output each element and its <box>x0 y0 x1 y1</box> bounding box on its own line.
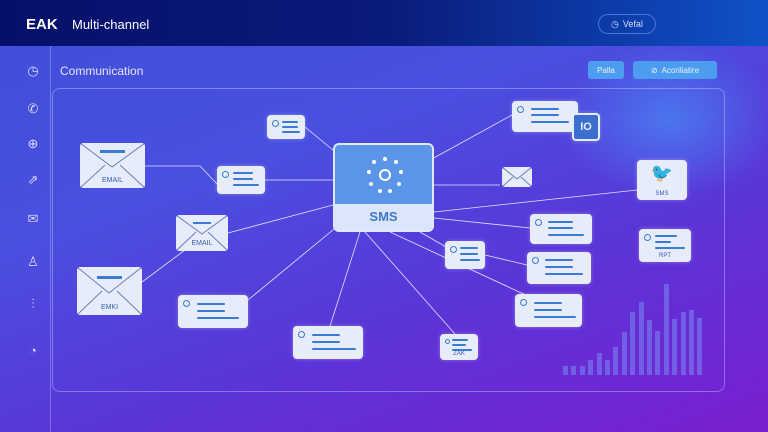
chart-bar <box>579 366 585 375</box>
speech-bubble-node[interactable]: IO <box>572 113 600 141</box>
chart-bar <box>630 312 636 375</box>
analytics-icon[interactable]: ⫶ <box>31 296 35 311</box>
globe-icon[interactable]: ⊕ <box>27 136 39 151</box>
sms-hub-node[interactable]: SMS <box>333 143 434 232</box>
twitter-node-label: SMS <box>655 191 669 197</box>
message-card[interactable] <box>527 252 591 284</box>
chart-bar <box>689 310 694 375</box>
message-card[interactable] <box>530 214 592 244</box>
secondary-button[interactable]: ⊘Acoriliatire <box>633 61 717 79</box>
user-icon[interactable]: ♙ <box>27 254 39 269</box>
small-card-label: ZAK <box>453 351 465 357</box>
hub-label: SMS <box>335 204 432 230</box>
canvas-panel <box>52 88 725 392</box>
app-title: Multi-channel <box>72 17 150 32</box>
message-card[interactable] <box>293 326 363 359</box>
chart-bar <box>638 302 644 375</box>
primary-button[interactable]: Palla <box>588 61 624 79</box>
email-node-label: EMAIL <box>101 177 123 184</box>
phone-icon[interactable]: ✆ <box>27 101 39 116</box>
message-card[interactable] <box>178 295 248 328</box>
email-node-label: EMKI <box>100 304 119 311</box>
report-card[interactable]: RPT <box>639 229 691 262</box>
small-envelope-node[interactable] <box>502 167 532 187</box>
email-node[interactable]: EMAIL <box>80 143 145 188</box>
user-button[interactable]: ◷Vefal <box>598 14 656 34</box>
secondary-button-label: Acoriliatire <box>661 65 700 75</box>
chart-bar <box>672 319 678 375</box>
email-node[interactable]: EMAIL <box>176 215 228 251</box>
message-card[interactable] <box>445 241 485 269</box>
twitter-icon: 🐦 <box>650 163 674 183</box>
envelope-icon <box>502 167 532 187</box>
chart-bar <box>647 320 652 375</box>
envelope-icon <box>176 215 228 251</box>
envelope-icon <box>77 267 142 315</box>
email-node[interactable]: EMKI <box>77 267 142 315</box>
speech-bubble-label: IO <box>580 121 592 133</box>
twitter-node[interactable]: 🐦 SMS <box>637 160 687 200</box>
chart-bar <box>571 366 577 375</box>
message-card[interactable] <box>515 294 582 327</box>
top-bar <box>0 0 768 46</box>
chart-bar <box>680 312 686 375</box>
chart-bar <box>613 347 619 375</box>
stars-circle-icon <box>367 157 403 193</box>
chart-bar <box>588 360 594 375</box>
chart-bar <box>655 331 661 375</box>
message-card[interactable] <box>267 115 305 139</box>
section-title: Communication <box>60 64 144 78</box>
chart-bar <box>621 332 627 375</box>
message-card[interactable]: ZAK <box>440 334 478 360</box>
message-card[interactable] <box>512 101 578 132</box>
check-circle-icon[interactable]: ◔ <box>29 343 37 358</box>
logo: EAK <box>26 16 58 33</box>
link-icon: ⊘ <box>650 65 658 75</box>
chart-bar <box>697 318 703 375</box>
send-icon[interactable]: ⇗ <box>27 172 39 187</box>
clock-icon: ◷ <box>611 18 619 29</box>
chart-bar <box>563 366 568 375</box>
message-card[interactable] <box>217 166 265 194</box>
envelope-icon <box>80 143 145 188</box>
mail-icon[interactable]: ✉ <box>27 211 39 226</box>
sidebar-divider <box>50 46 51 432</box>
primary-button-label: Palla <box>597 65 615 75</box>
report-card-label: RPT <box>659 253 671 259</box>
email-node-label: EMAIL <box>191 240 213 247</box>
chart-bar <box>596 353 602 375</box>
chart-bar <box>605 360 610 375</box>
chart-bar <box>663 284 669 375</box>
user-button-label: Vefal <box>622 19 643 29</box>
dashboard-icon[interactable]: ◷ <box>27 63 39 78</box>
